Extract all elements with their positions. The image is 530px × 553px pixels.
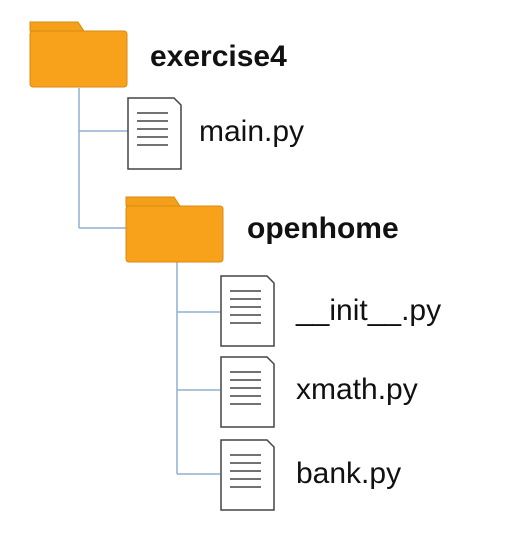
file-icon <box>220 275 275 347</box>
folder-label-openhome: openhome <box>247 212 399 245</box>
file-page <box>220 356 275 428</box>
file-page <box>220 275 275 347</box>
folder-label-exercise4: exercise4 <box>150 40 287 73</box>
file-icon <box>127 97 182 170</box>
folder-tab <box>125 196 181 207</box>
file-lines <box>137 112 168 146</box>
folder-tab <box>29 21 85 32</box>
file-page <box>127 97 182 170</box>
folder-icon <box>125 196 224 263</box>
file-icon <box>220 356 275 428</box>
file-label-bank-py: bank.py <box>296 457 402 490</box>
file-icon <box>220 439 275 511</box>
folder-icon <box>29 21 128 88</box>
tree-connectors <box>78 88 220 475</box>
file-label-main-py: main.py <box>199 115 305 148</box>
folder-body <box>29 30 128 88</box>
file-lines <box>230 371 261 405</box>
file-label-init-py: __init__.py <box>296 294 442 327</box>
file-label-xmath-py: xmath.py <box>296 373 418 406</box>
file-page <box>220 439 275 511</box>
file-lines <box>230 290 261 324</box>
folder-body <box>125 205 224 263</box>
file-lines <box>230 454 261 488</box>
